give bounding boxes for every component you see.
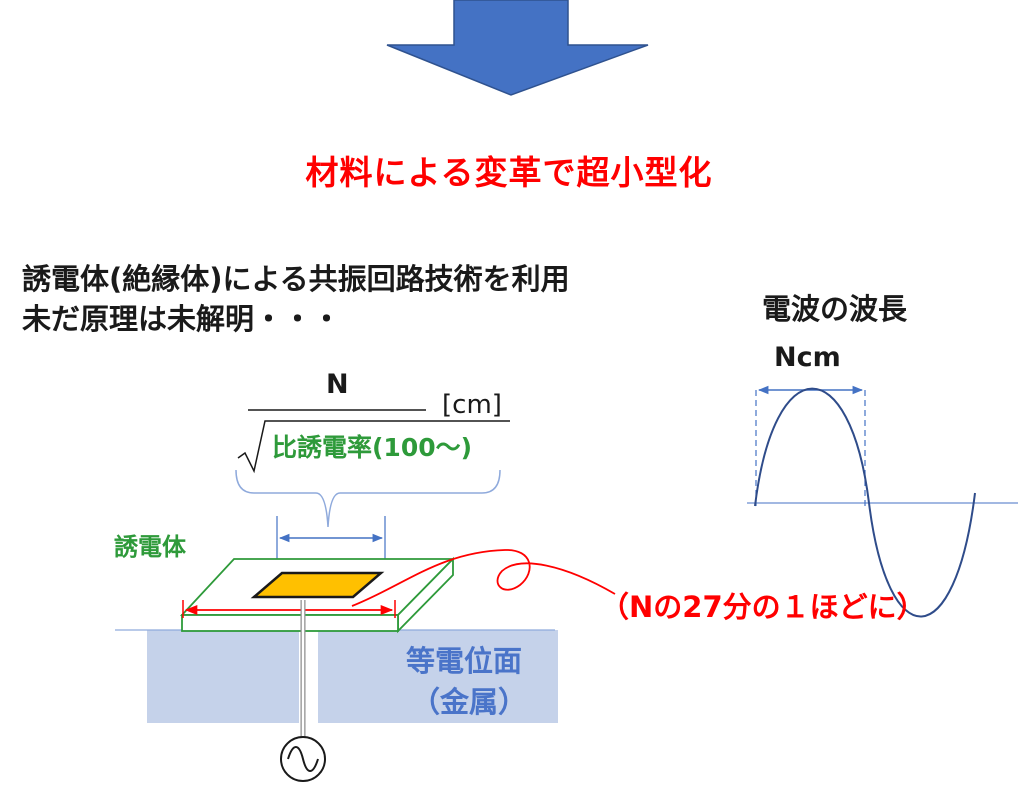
description-line-2: 未だ原理は未解明・・・: [22, 302, 342, 336]
ground-plane-right: [318, 630, 558, 723]
formula-numerator: N: [326, 369, 349, 400]
dielectric-front: [181, 614, 399, 632]
ac-source-icon: [280, 736, 326, 782]
metal-patch: [250, 571, 385, 599]
callout-curve: [351, 549, 616, 607]
size-reduction-note: （Nの27分の１ほどに）: [600, 590, 926, 624]
curly-brace: [235, 469, 501, 528]
dielectric-label: 誘電体: [114, 533, 186, 561]
wavelength-label: Ncm: [774, 342, 841, 373]
ground-plane-material: （金属）: [411, 685, 528, 719]
headline: 材料による変革で超小型化: [305, 153, 713, 192]
radical-sign: [237, 420, 510, 474]
sine-wave: [754, 387, 976, 618]
formula-unit: [cm]: [442, 390, 502, 420]
ground-plane-left: [147, 630, 299, 723]
wave-title: 電波の波長: [762, 292, 908, 326]
ground-plane-label: 等電位面: [406, 644, 523, 678]
description-line-1: 誘電体(絶縁体)による共振回路技術を利用: [22, 262, 570, 296]
formula-denominator: 比誘電率(100〜): [272, 433, 473, 462]
down-arrow-icon: [386, 0, 649, 96]
